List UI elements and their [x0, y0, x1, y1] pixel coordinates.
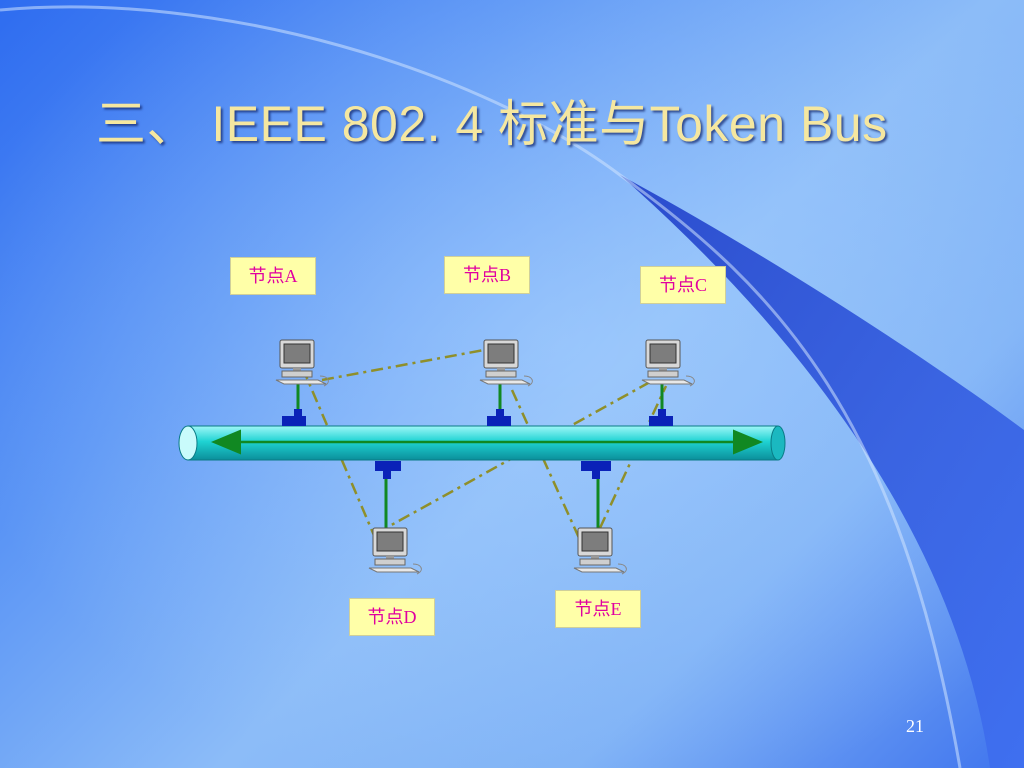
node-label-b: 节点B	[444, 256, 530, 294]
t-connector-icon	[375, 461, 401, 479]
t-connector-icon	[581, 461, 611, 479]
token-path-a-b	[321, 348, 485, 382]
slide-title: 三、 IEEE 802. 4 标准与Token Bus	[96, 96, 888, 152]
computer-icon	[479, 339, 533, 387]
token-path-d-a	[304, 375, 378, 541]
t-connectors	[282, 409, 673, 479]
t-connector-icon	[487, 409, 511, 426]
node-label-c: 节点C	[640, 266, 726, 304]
computer-icon	[573, 527, 627, 575]
computer-icon	[641, 339, 695, 387]
node-label-e: 节点E	[555, 590, 641, 628]
computer-icon	[275, 339, 329, 387]
node-label-d: 节点D	[349, 598, 435, 636]
node-label-a: 节点A	[230, 257, 316, 295]
bus-cable	[178, 425, 786, 461]
token-path-b-e	[510, 389, 582, 541]
t-connector-icon	[649, 409, 673, 426]
drop-lines	[296, 384, 664, 528]
computer-icon	[368, 527, 422, 575]
page-number: 21	[906, 716, 924, 736]
t-connector-icon	[282, 409, 306, 426]
